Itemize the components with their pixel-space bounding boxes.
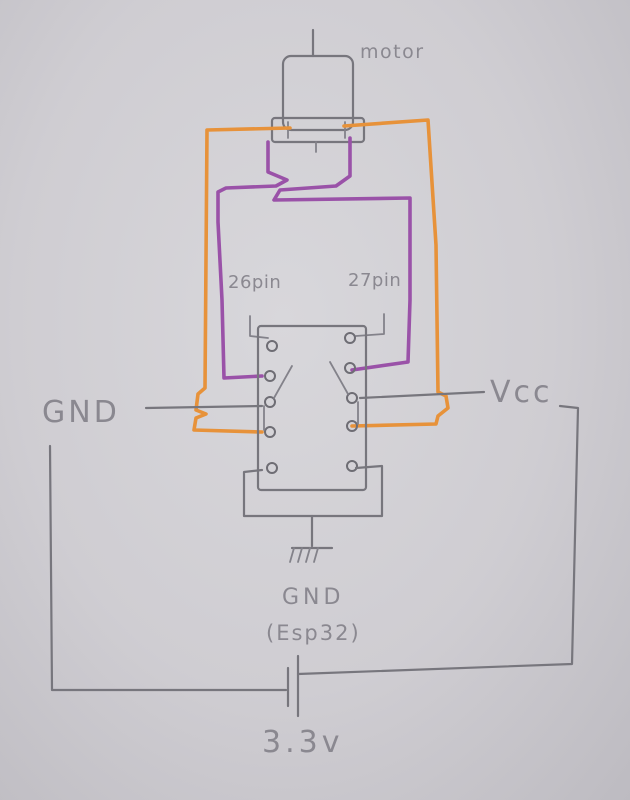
vcc-input-label: Vcc	[490, 375, 553, 410]
purple-wire-left	[216, 140, 289, 380]
pin27-label: 27pin	[348, 270, 401, 291]
relay-body	[256, 324, 368, 492]
relay-pin	[346, 420, 358, 432]
esp32-label: (Esp32)	[266, 621, 361, 645]
gnd-input-wire	[144, 404, 264, 410]
relay-switch-right	[329, 361, 349, 395]
relay-module	[256, 324, 368, 492]
battery-icon	[286, 654, 300, 718]
orange-wire-left	[192, 126, 292, 434]
pin26-wire	[249, 315, 269, 339]
orange-wire-right	[342, 118, 450, 428]
motor-label: motor	[360, 41, 425, 63]
relay-pin	[346, 392, 358, 404]
battery-voltage-label: 3.3v	[262, 725, 343, 760]
relay-switch-left	[273, 365, 293, 399]
relay-pin	[344, 362, 356, 374]
battery-wire-right	[296, 404, 580, 676]
relay-pin	[346, 460, 358, 472]
gnd-esp-label: GND	[282, 585, 344, 610]
vcc-input-wire	[358, 390, 486, 400]
pin26-label: 26pin	[228, 272, 281, 293]
relay-pin	[344, 332, 356, 344]
relay-pin	[264, 396, 276, 408]
gnd-input-label: GND	[42, 395, 120, 430]
relay-pin	[266, 340, 278, 352]
ground-icon	[289, 546, 334, 563]
purple-wire-right	[272, 136, 412, 372]
battery-wire-left	[48, 444, 288, 692]
motor-symbol	[270, 28, 366, 153]
relay-pin	[266, 462, 278, 474]
relay-pin	[264, 370, 276, 382]
motor-body	[281, 54, 355, 132]
relay-pin	[264, 426, 276, 438]
